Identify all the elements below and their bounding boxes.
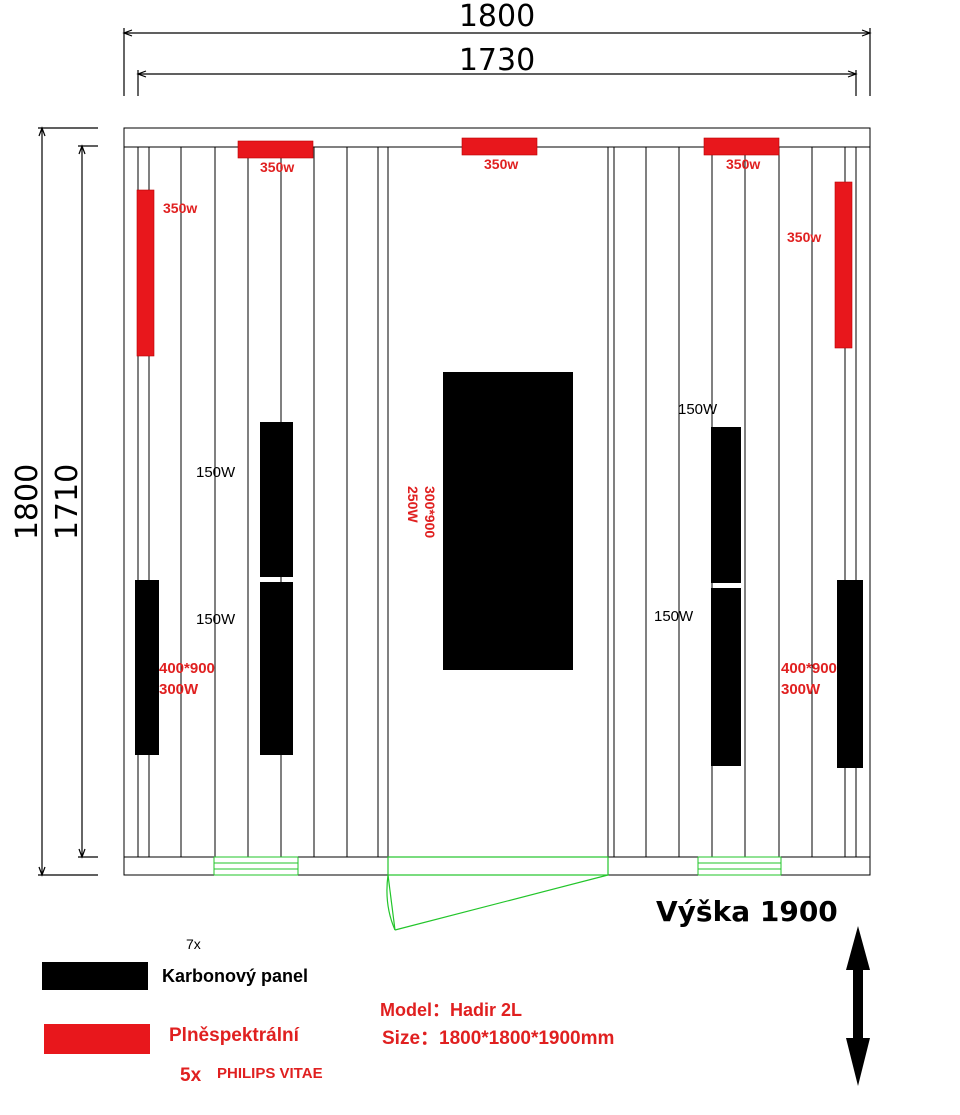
label-carbon-right-lower: 150W	[654, 608, 694, 625]
inner-depth-label: 1710	[50, 464, 85, 540]
glass-panels	[213, 856, 782, 876]
depth-dimension-inner	[78, 144, 98, 859]
carbon-panel-right-lower	[711, 588, 741, 766]
label-carbon-left-lower: 150W	[196, 611, 236, 628]
depth-dimension-outer	[38, 126, 98, 877]
label-heater-top-left: 350w	[260, 159, 294, 175]
legend-carbon-label: Karbonový panel	[162, 966, 308, 986]
model-line: Model：Hadir 2L	[380, 1000, 522, 1020]
label-heater-top-right: 350w	[726, 156, 760, 172]
size-line: Size：1800*1800*1900mm	[382, 1028, 614, 1049]
carbon-panels	[135, 372, 863, 768]
legend-full-spectrum-count: 5x	[180, 1065, 202, 1086]
heater-right-wall	[834, 181, 853, 349]
carbon-panel-right-side	[837, 580, 863, 768]
carbon-panel-left-upper	[260, 422, 293, 577]
label-carbon-left-side-size: 400*900	[159, 660, 215, 677]
inner-width-label: 1730	[459, 43, 535, 78]
label-heater-top-center: 350w	[484, 156, 518, 172]
legend-full-spectrum-swatch	[44, 1024, 150, 1054]
label-carbon-left-side-power: 300W	[159, 681, 199, 698]
heater-top-center	[461, 137, 538, 156]
legend-full-spectrum-brand: PHILIPS VITAE	[217, 1065, 323, 1082]
label-carbon-right-upper: 150W	[678, 401, 718, 418]
legend-carbon-swatch	[42, 962, 148, 990]
label-carbon-center-power: 250W	[405, 486, 421, 523]
width-dimension-outer	[122, 28, 872, 96]
width-dimension-inner	[136, 70, 858, 96]
carbon-panel-left-side	[135, 580, 159, 755]
height-label: Výška 1900	[656, 895, 838, 928]
outer-depth-label: 1800	[10, 464, 45, 540]
heater-top-right	[703, 137, 780, 156]
carbon-panel-center	[443, 372, 573, 670]
label-carbon-right-side-size: 400*900	[781, 660, 837, 677]
label-heater-right-wall: 350w	[787, 229, 821, 245]
height-arrow-icon	[846, 926, 870, 1086]
carbon-panel-left-lower	[260, 582, 293, 755]
legend-full-spectrum-label: Plněspektrální	[169, 1025, 300, 1046]
glass-door	[386, 856, 609, 931]
label-heater-left-wall: 350w	[163, 200, 197, 216]
label-carbon-left-upper: 150W	[196, 464, 236, 481]
heater-top-left	[237, 140, 314, 159]
full-spectrum-heaters	[136, 137, 853, 357]
carbon-panel-right-upper	[711, 427, 741, 583]
heater-left-wall	[136, 189, 155, 357]
legend-carbon-count: 7x	[186, 936, 201, 952]
outer-width-label: 1800	[459, 0, 535, 34]
label-carbon-right-side-power: 300W	[781, 681, 821, 698]
label-carbon-center-size: 300*900	[422, 486, 438, 538]
